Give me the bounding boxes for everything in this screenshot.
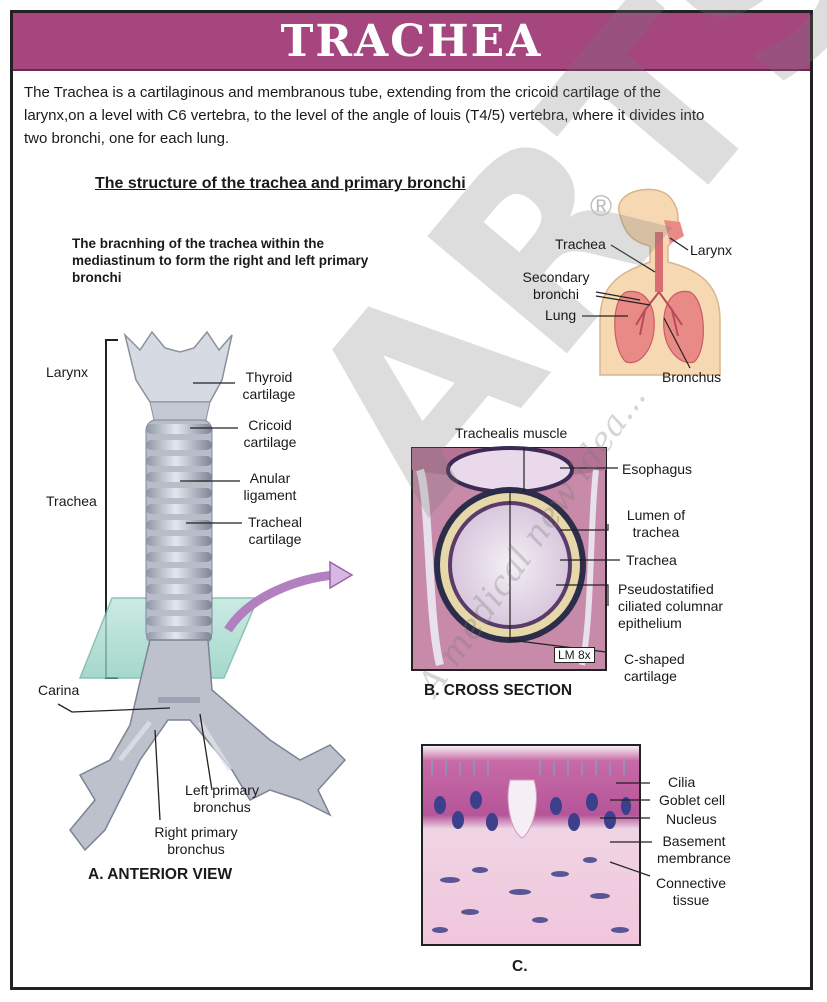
cross-section-drawing xyxy=(411,446,620,671)
label-pseudostratified-epithelium: Pseudostatified ciliated columnar epithe… xyxy=(618,581,724,631)
label-esophagus: Esophagus xyxy=(622,461,693,477)
magnification-badge: LM 8x xyxy=(554,647,595,663)
label-trachea: Trachea xyxy=(46,493,97,509)
intro-paragraph: The Trachea is a cartilaginous and membr… xyxy=(24,84,705,147)
label-cross-trachea: Trachea xyxy=(626,552,677,568)
histology-drawing xyxy=(421,744,652,946)
inset-label-secondary-bronchi: Secondary bronchi xyxy=(522,269,590,302)
inset-label-lung: Lung xyxy=(545,307,577,323)
anterior-trachea-drawing xyxy=(57,330,354,852)
branching-note: The bracnhing of the trachea within the … xyxy=(72,236,369,285)
poster-frame xyxy=(10,10,813,990)
label-left-primary-bronchus: Left primary bronchus xyxy=(185,782,259,815)
label-lumen-of-trachea: Lumen of trachea xyxy=(626,507,686,540)
label-trachealis-muscle: Trachealis muscle xyxy=(455,425,568,441)
label-right-primary-bronchus: Right primary bronchus xyxy=(154,824,238,857)
registered-mark: ® xyxy=(590,190,613,223)
label-cricoid-cartilage: Cricoid cartilage xyxy=(243,417,297,450)
label-goblet-cell: Goblet cell xyxy=(659,792,726,808)
label-c-shaped-cartilage: C-shaped cartilage xyxy=(624,651,685,684)
caption-histology: C. xyxy=(512,958,528,975)
inset-label-trachea: Trachea xyxy=(555,236,606,252)
label-basement-membrance: Basement membrance xyxy=(657,833,731,866)
page-title: TRACHEA xyxy=(280,16,543,67)
title-bar: TRACHEA xyxy=(13,13,810,71)
inset-label-larynx: Larynx xyxy=(690,242,733,258)
label-connective-tissue: Connective tissue xyxy=(655,875,727,908)
label-thyroid-cartilage: Thyroid cartilage xyxy=(242,369,296,402)
inset-label-bronchus: Bronchus xyxy=(662,369,722,385)
body-inset-drawing xyxy=(582,188,721,376)
label-larynx: Larynx xyxy=(46,364,89,380)
label-carina: Carina xyxy=(38,682,80,698)
caption-cross-section: B. CROSS SECTION xyxy=(424,682,573,699)
label-nucleus: Nucleus xyxy=(666,811,717,827)
label-cilia: Cilia xyxy=(668,774,696,790)
section-subtitle: The structure of the trachea and primary… xyxy=(95,175,466,192)
caption-anterior-view: A. ANTERIOR VIEW xyxy=(88,866,233,883)
label-anular-ligament: Anular ligament xyxy=(243,470,297,503)
label-tracheal-cartilage: Tracheal cartilage xyxy=(248,514,302,547)
